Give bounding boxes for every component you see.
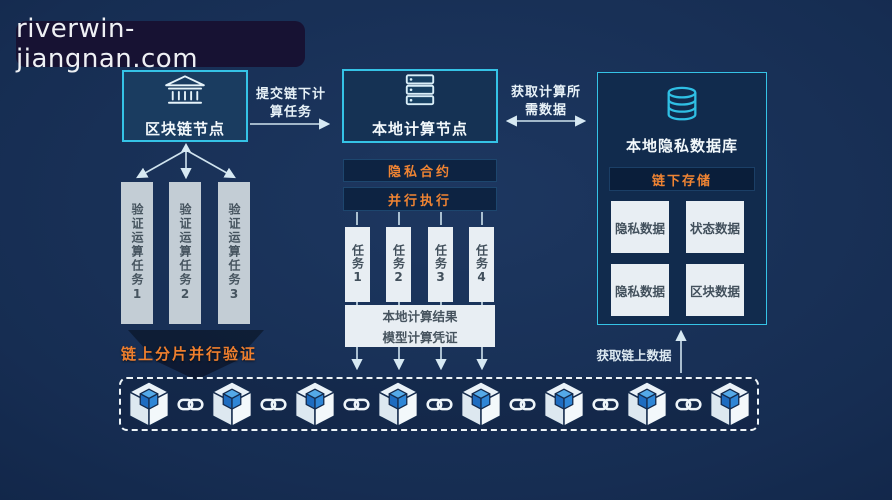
offchain-storage-header: 链下存储 (609, 167, 755, 191)
blockchain-cube-icon (294, 381, 335, 427)
watermark-text: riverwin-jiangnan.com (16, 14, 199, 74)
chain-link-icon (259, 398, 287, 410)
server-icon (401, 73, 439, 111)
storage-cell-state: 状态数据 (686, 201, 744, 253)
submit-task-label-line2: 算任务 (269, 105, 312, 121)
task-label-4: 任务4 (474, 244, 489, 285)
blockchain-cube-icon (377, 381, 418, 427)
task-bar-4: 任务4 (469, 227, 494, 302)
submit-task-label: 提交链下计 算任务 (248, 86, 334, 122)
chain-link-icon (342, 398, 370, 410)
blockchain-cube-icon (626, 381, 667, 427)
submit-task-label-line1: 提交链下计 (255, 87, 326, 102)
verify-task-label-3: 验证运算任务3 (227, 203, 241, 303)
blockchain-cube-icon (211, 381, 252, 427)
parallel-execution-box: 并行执行 (343, 187, 497, 211)
verify-task-bar-3: 验证运算任务3 (218, 182, 250, 324)
private-db-label: 本地隐私数据库 (625, 137, 738, 155)
storage-cell-private-2: 隐私数据 (611, 264, 669, 316)
compute-result-line2: 模型计算凭证 (382, 330, 458, 345)
storage-cell-private-1: 隐私数据 (611, 201, 669, 253)
database-icon (598, 85, 766, 125)
compute-result-line1: 本地计算结果 (382, 309, 458, 324)
watermark-badge: riverwin-jiangnan.com (16, 14, 305, 74)
blockchain-cube-icon (543, 381, 584, 427)
verify-task-bar-1: 验证运算任务1 (121, 182, 153, 324)
compute-result-box: 本地计算结果 模型计算凭证 (345, 305, 495, 347)
chain-link-icon (674, 398, 702, 410)
blockchain-node-label: 区块链节点 (144, 120, 225, 138)
verify-task-label-1: 验证运算任务1 (130, 203, 144, 303)
chain-link-icon (508, 398, 536, 410)
chain-strip (119, 377, 759, 431)
task-bar-1: 任务1 (345, 227, 370, 302)
blockchain-cube-icon (128, 381, 169, 427)
chain-link-icon (425, 398, 453, 410)
blockchain-cube-icon (460, 381, 501, 427)
blockchain-cube-icon (709, 381, 750, 427)
privacy-contract-box: 隐私合约 (343, 159, 497, 182)
task-bar-2: 任务2 (386, 227, 411, 302)
task-label-1: 任务1 (350, 244, 365, 285)
bank-icon (162, 73, 208, 111)
up-arrowhead (181, 143, 191, 152)
fetch-chain-data-label: 获取链上数据 (596, 348, 672, 363)
private-db-box: 本地隐私数据库 链下存储 隐私数据 状态数据 隐私数据 区块数据 (597, 72, 767, 325)
task-label-3: 任务3 (433, 244, 448, 285)
fetch-data-label: 获取计算所 需数据 (500, 84, 592, 120)
fetch-data-label-line2: 需数据 (524, 103, 567, 119)
storage-cell-block: 区块数据 (686, 264, 744, 316)
compute-node-label: 本地计算节点 (371, 120, 468, 138)
verify-task-bar-2: 验证运算任务2 (169, 182, 201, 324)
chain-link-icon (176, 398, 204, 410)
chain-link-icon (591, 398, 619, 410)
task-bar-3: 任务3 (428, 227, 453, 302)
task-label-2: 任务2 (391, 244, 406, 285)
shard-verify-label: 链上分片并行验证 (120, 345, 257, 363)
verify-task-label-2: 验证运算任务2 (178, 203, 192, 303)
blockchain-node-box: 区块链节点 (122, 70, 248, 142)
compute-node-box: 本地计算节点 (342, 69, 498, 143)
fetch-data-label-line1: 获取计算所 (510, 85, 581, 100)
